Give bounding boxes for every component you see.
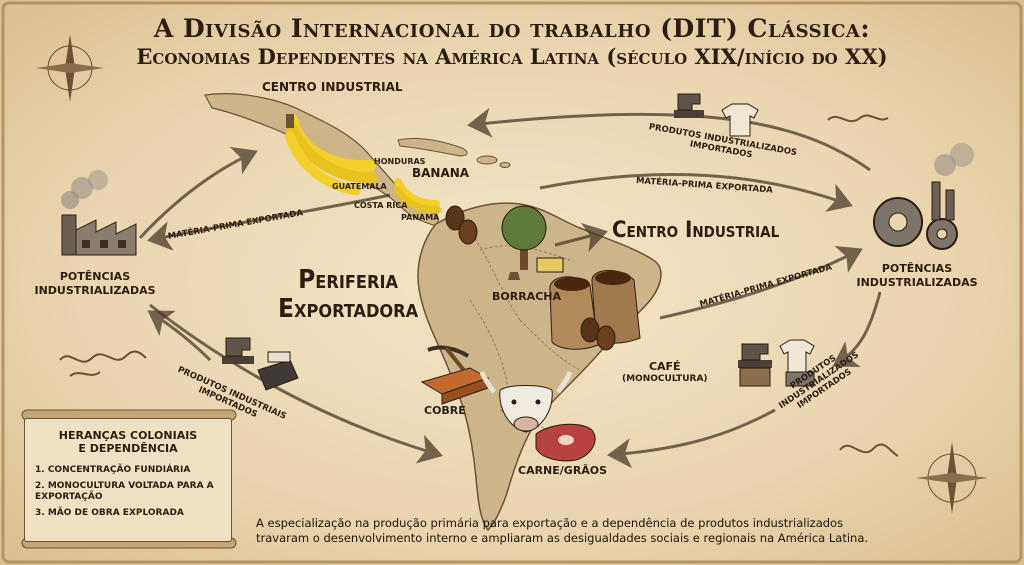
shirt-top-icon xyxy=(721,103,759,137)
carne-label: CARNE/GRÃOS xyxy=(518,464,608,477)
coffee-sacks-icon xyxy=(549,269,641,351)
legend-item: 1. CONCENTRAÇÃO FUNDIÁRIA xyxy=(35,465,191,475)
centro-industrial-top-label: CENTRO INDUSTRIAL xyxy=(262,80,403,94)
cafe-line1: CAFÉ xyxy=(648,360,681,373)
country-borders xyxy=(469,229,581,431)
arrow-pi-right-to-carne xyxy=(607,408,776,469)
legend-scroll: HERANÇAS COLONIAIS E DEPENDÊNCIA 1. CONC… xyxy=(12,408,250,548)
potencias-left-line1: POTÊNCIAS xyxy=(59,270,131,283)
sea-serpent-bottom-right-icon xyxy=(839,443,899,457)
footer-text: A especialização na produção primária pa… xyxy=(256,516,916,546)
potencias-left-label: POTÊNCIAS INDUSTRIALIZADAS xyxy=(30,270,160,298)
page-title: A Divisão Internacional do trabalho (DIT… xyxy=(153,14,871,43)
coffee-beans-icon xyxy=(445,205,478,245)
periferia-line1: Periferia xyxy=(298,265,399,295)
arrow-mp-left-return xyxy=(147,193,391,251)
arrow-pi-left xyxy=(149,303,443,464)
honduras-label: HONDURAS xyxy=(374,157,426,166)
compass-rose-top-left-icon xyxy=(36,34,104,102)
potencias-right-label: POTÊNCIAS INDUSTRIALIZADAS xyxy=(852,262,982,290)
potencias-left-line2: INDUSTRIALIZADAS xyxy=(34,284,156,297)
legend-title-line1: HERANÇAS COLONIAIS xyxy=(58,429,198,442)
banana-label: BANANA xyxy=(412,166,470,180)
shirt-right-icon xyxy=(779,339,815,387)
legend-title-line2: E DEPENDÊNCIA xyxy=(78,442,178,455)
compass-rose-bottom-right-icon xyxy=(916,442,988,514)
factory-left-icon xyxy=(61,170,137,256)
sewing-machine-top-icon xyxy=(674,93,704,118)
rubber-tree-icon xyxy=(501,205,564,280)
potencias-right-line2: INDUSTRIALIZADAS xyxy=(856,276,978,289)
legend-title: HERANÇAS COLONIAIS E DEPENDÊNCIA xyxy=(25,429,231,455)
periferia-line2: Exportadora xyxy=(278,294,419,324)
page-subtitle: Economias Dependentes na América Latina … xyxy=(136,44,888,69)
borracha-label: BORRACHA xyxy=(492,290,561,303)
caribbean-islands xyxy=(397,137,468,157)
cobre-label: COBRE xyxy=(424,404,466,417)
footer-line2: travaram o desenvolvimento interno e amp… xyxy=(256,531,869,545)
banana-bunch-top-icon xyxy=(285,114,378,195)
bull-head-icon xyxy=(479,371,573,433)
cafe-line2: (MONOCULTURA) xyxy=(622,374,708,384)
legend-item: 3. MÃO DE OBRA EXPLORADA xyxy=(35,508,184,518)
cafe-label: CAFÉ (MONOCULTURA) xyxy=(622,360,708,386)
arrow-mp-top xyxy=(539,173,853,212)
arrow-pi-right-down xyxy=(832,291,882,368)
arrow-mp-right xyxy=(659,245,863,320)
sea-serpent-left-icon xyxy=(59,350,147,377)
typewriter-left-icon xyxy=(257,351,299,391)
legend-box: HERANÇAS COLONIAIS E DEPENDÊNCIA 1. CONC… xyxy=(24,418,232,542)
potencias-right-line1: POTÊNCIAS xyxy=(881,262,953,275)
guatemala-label: GUATEMALA xyxy=(332,182,387,191)
copper-pickaxe-icon xyxy=(420,345,490,405)
periferia-label: Periferia Exportadora xyxy=(278,266,418,324)
sea-serpent-top-right-icon xyxy=(827,114,889,123)
arrow-centro-right xyxy=(554,222,608,252)
banana-bunch-small-icon xyxy=(394,178,442,214)
centro-industrial-right-label: Centro Industrial xyxy=(612,218,780,243)
sewing-machine-left-icon xyxy=(222,337,254,364)
arrow-left-up xyxy=(147,310,212,362)
costa-rica-label: COSTA RICA xyxy=(354,201,408,210)
sewing-machine-right-icon xyxy=(738,343,772,387)
caribbean-island xyxy=(499,162,511,168)
gear-factory-right-icon xyxy=(873,143,974,250)
caribbean-island xyxy=(476,155,498,165)
legend-list: 1. CONCENTRAÇÃO FUNDIÁRIA 2. MONOCULTURA… xyxy=(35,465,225,524)
panama-label: PANAMÁ xyxy=(401,213,440,222)
footer-line1: A especialização na produção primária pa… xyxy=(256,516,844,530)
legend-item: 2. MONOCULTURA VOLTADA PARA A EXPORTAÇÃO xyxy=(35,481,214,502)
meat-icon xyxy=(535,423,596,462)
